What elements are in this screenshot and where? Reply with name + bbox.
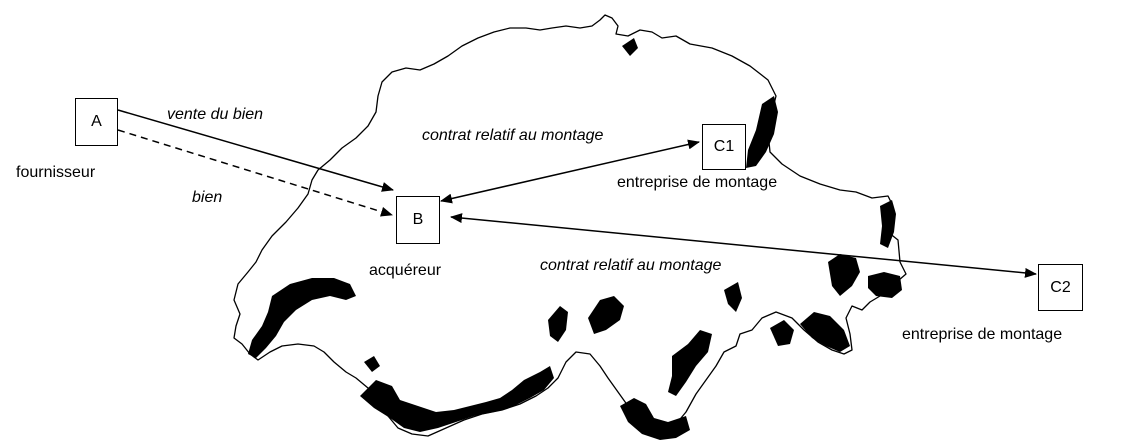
- goods-arrow: [117, 129, 393, 217]
- sale-label: vente du bien: [167, 106, 264, 123]
- node-a-box: A: [75, 98, 118, 146]
- sale-arrow: [117, 109, 394, 192]
- node-b-caption: acquéreur: [369, 262, 442, 279]
- lakes: [248, 38, 902, 440]
- lake-south-2: [800, 312, 850, 352]
- node-a-letter: A: [91, 113, 102, 130]
- lake-geneva: [248, 278, 356, 358]
- node-c2-letter: C2: [1050, 278, 1071, 296]
- lake-west-small: [364, 356, 380, 372]
- node-b-box: B: [396, 196, 440, 244]
- node-c1-letter: C1: [713, 138, 735, 155]
- lake-central-2: [548, 306, 568, 342]
- node-c2-caption: entreprise de montage: [902, 326, 1063, 343]
- contract-c2-label: contrat relatif au montage: [540, 257, 722, 274]
- lake-south-3: [770, 320, 794, 346]
- node-a-caption: fournisseur: [16, 164, 96, 181]
- switzerland-map-outline: [233, 14, 907, 437]
- contract-c2-arrow: [450, 213, 1037, 278]
- node-c2-box: C2: [1038, 264, 1083, 311]
- lake-south-1: [620, 398, 690, 440]
- lake-east-3: [868, 272, 902, 298]
- lake-east-1: [724, 282, 742, 312]
- lake-central-1: [360, 366, 554, 432]
- lake-zurich-area: [622, 38, 638, 56]
- lake-constance: [746, 96, 778, 168]
- node-c1-caption: entreprise de montage: [617, 174, 778, 191]
- lake-lugano-area: [588, 296, 624, 334]
- lake-east-2: [828, 254, 860, 296]
- contract-c1-label: contrat relatif au montage: [422, 127, 604, 144]
- lake-maggiore-area: [668, 330, 712, 396]
- contract-c1-arrow: [440, 139, 700, 204]
- node-c1-box: C1: [702, 124, 746, 170]
- goods-label: bien: [192, 189, 223, 206]
- lake-east-4: [880, 200, 896, 248]
- node-b-letter: B: [412, 211, 424, 228]
